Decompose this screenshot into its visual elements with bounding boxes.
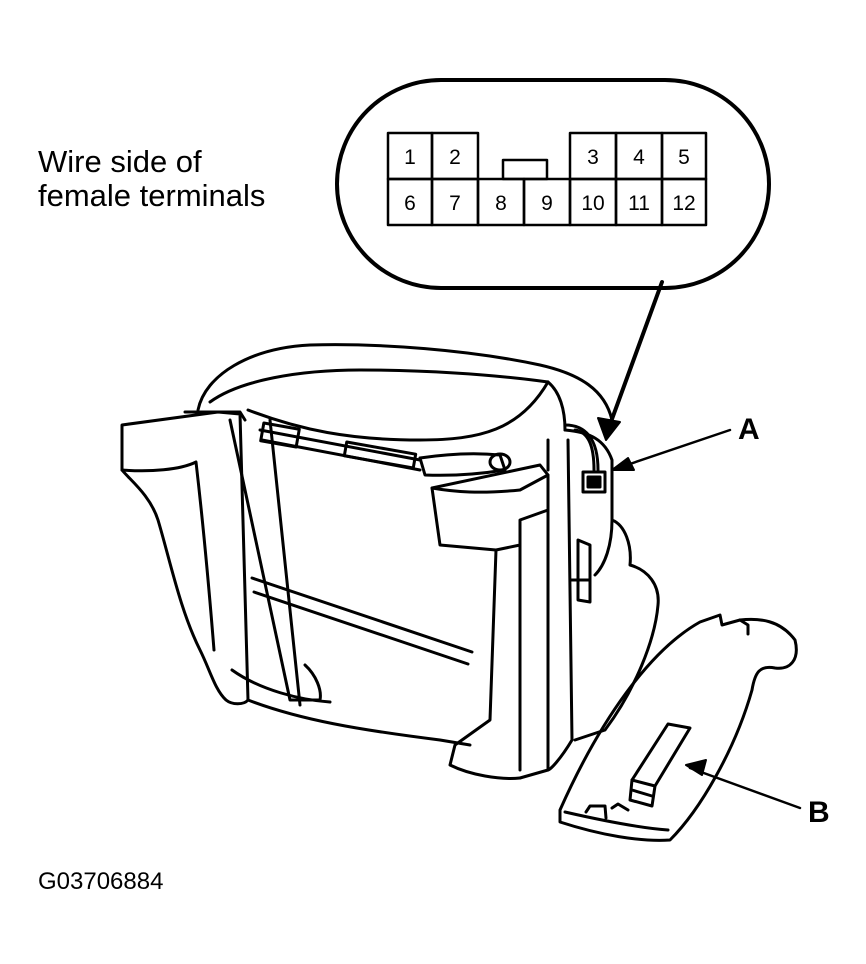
callout-b: B: [808, 796, 830, 829]
pin-2: 2: [449, 146, 461, 169]
caption-line-2: female terminals: [38, 178, 266, 213]
connector-caption: Wire side of female terminals: [38, 145, 265, 213]
pin-7: 7: [449, 192, 461, 215]
pin-5: 5: [678, 146, 690, 169]
pin-4: 4: [633, 146, 645, 169]
caption-line-1: Wire side of: [38, 144, 202, 179]
pin-8: 8: [495, 192, 507, 215]
pin-10: 10: [581, 192, 604, 215]
zoom-bubble: [335, 78, 771, 290]
pin-6: 6: [404, 192, 416, 215]
pin-11: 11: [628, 192, 650, 215]
connector-outline: [386, 131, 708, 227]
callout-a: A: [738, 413, 760, 446]
figure-id: G03706884: [38, 868, 164, 895]
pin-9: 9: [541, 192, 553, 215]
pin-1: 1: [404, 146, 416, 169]
pin-3: 3: [587, 146, 599, 169]
pin-12: 12: [672, 192, 695, 215]
connector-pin-labels: 1 2 3 4 5 6 7 8 9 10 11 12: [404, 146, 696, 215]
